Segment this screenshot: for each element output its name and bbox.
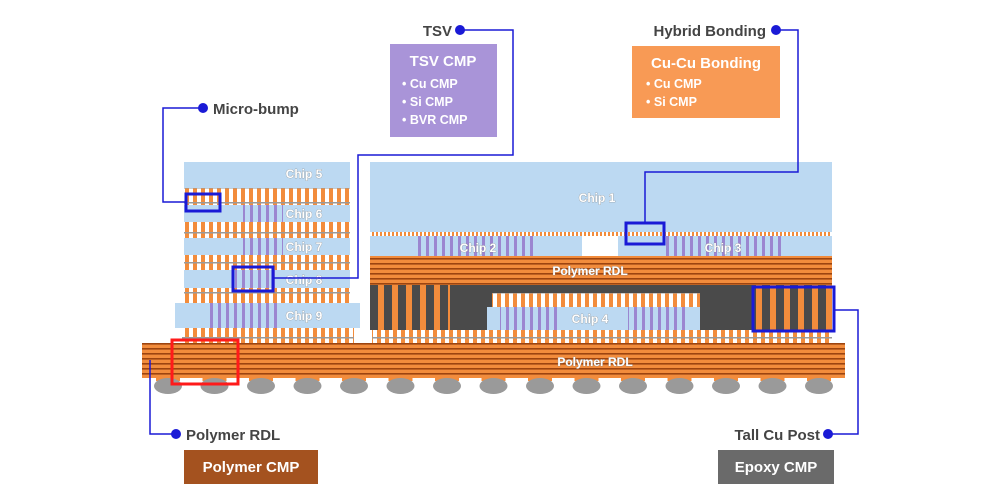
chip-stack-left: Chip 5 Chip 6 Chip 7 Chip 8 Chip 9	[175, 162, 360, 343]
tsv-label: TSV	[423, 23, 452, 40]
tsv-array	[208, 303, 278, 328]
solder-ball	[387, 378, 415, 394]
chip-9-label: Chip 9	[286, 309, 323, 323]
solder-balls	[154, 377, 833, 394]
epoxy-cmp-box: Epoxy CMP	[718, 450, 834, 484]
tall-cu-post-dot	[823, 429, 833, 439]
solder-ball	[573, 378, 601, 394]
chip-6-label: Chip 6	[286, 207, 323, 221]
tsv-cmp-box: TSV CMP • Cu CMP • Si CMP • BVR CMP	[390, 44, 497, 137]
rdl-lower-label: Polymer RDL	[557, 355, 632, 369]
polymer-rdl-dot	[171, 429, 181, 439]
chip-3-label: Chip 3	[705, 241, 742, 255]
tsv-array	[235, 270, 275, 288]
chip-5-label: Chip 5	[286, 167, 323, 181]
solder-ball	[294, 378, 322, 394]
cu-cu-bonding-box: Cu-Cu Bonding • Cu CMP • Si CMP	[632, 46, 780, 118]
epoxy-cmp-title: Epoxy CMP	[735, 459, 818, 476]
tsv-array	[500, 307, 560, 330]
tall-cu-post-label: Tall Cu Post	[734, 427, 820, 444]
polymer-rdl-lower	[142, 343, 845, 378]
solder-ball	[201, 378, 229, 394]
microbump-label: Micro-bump	[213, 101, 299, 118]
hybrid-bond-layer	[370, 232, 832, 236]
microbump-layer	[184, 188, 350, 205]
solder-ball	[154, 378, 182, 394]
chip-5	[184, 162, 350, 188]
polymer-cmp-title: Polymer CMP	[203, 459, 300, 476]
solder-ball	[712, 378, 740, 394]
chip-7-label: Chip 7	[286, 240, 323, 254]
tsv-dot	[455, 25, 465, 35]
chip-1-label: Chip 1	[579, 191, 616, 205]
cu-cu-bonding-item: • Si CMP	[646, 95, 697, 109]
solder-ball	[759, 378, 787, 394]
solder-ball	[340, 378, 368, 394]
chip-2-label: Chip 2	[460, 241, 497, 255]
solder-ball	[805, 378, 833, 394]
tsv-cmp-item: • Si CMP	[402, 95, 453, 109]
cu-cu-bonding-title: Cu-Cu Bonding	[651, 55, 761, 72]
tsv-cmp-title: TSV CMP	[410, 53, 477, 70]
solder-ball	[619, 378, 647, 394]
tsv-cmp-item: • BVR CMP	[402, 113, 468, 127]
tsv-array	[628, 307, 688, 330]
microbump-layer	[184, 222, 350, 238]
solder-ball	[526, 378, 554, 394]
tsv-array	[243, 238, 283, 255]
polymer-cmp-box: Polymer CMP	[184, 450, 318, 484]
tsv-cmp-item: • Cu CMP	[402, 77, 458, 91]
chip-stack-right: Chip 1 Chip 2 Chip 3 Polymer RDL Chip 4	[370, 162, 832, 343]
hybrid-label: Hybrid Bonding	[654, 23, 767, 40]
solder-ball	[247, 378, 275, 394]
solder-ball	[433, 378, 461, 394]
solder-ball	[480, 378, 508, 394]
hybrid-dot	[771, 25, 781, 35]
microbump-dot	[198, 103, 208, 113]
chip-4-bumps	[492, 293, 700, 307]
polymer-rdl-label: Polymer RDL	[186, 427, 280, 444]
cu-cu-bonding-item: • Cu CMP	[646, 77, 702, 91]
chip-4-label: Chip 4	[572, 312, 609, 326]
tsv-array	[243, 205, 283, 222]
rdl-upper-label: Polymer RDL	[552, 264, 627, 278]
chip-8-label: Chip 8	[286, 273, 323, 287]
solder-ball	[666, 378, 694, 394]
